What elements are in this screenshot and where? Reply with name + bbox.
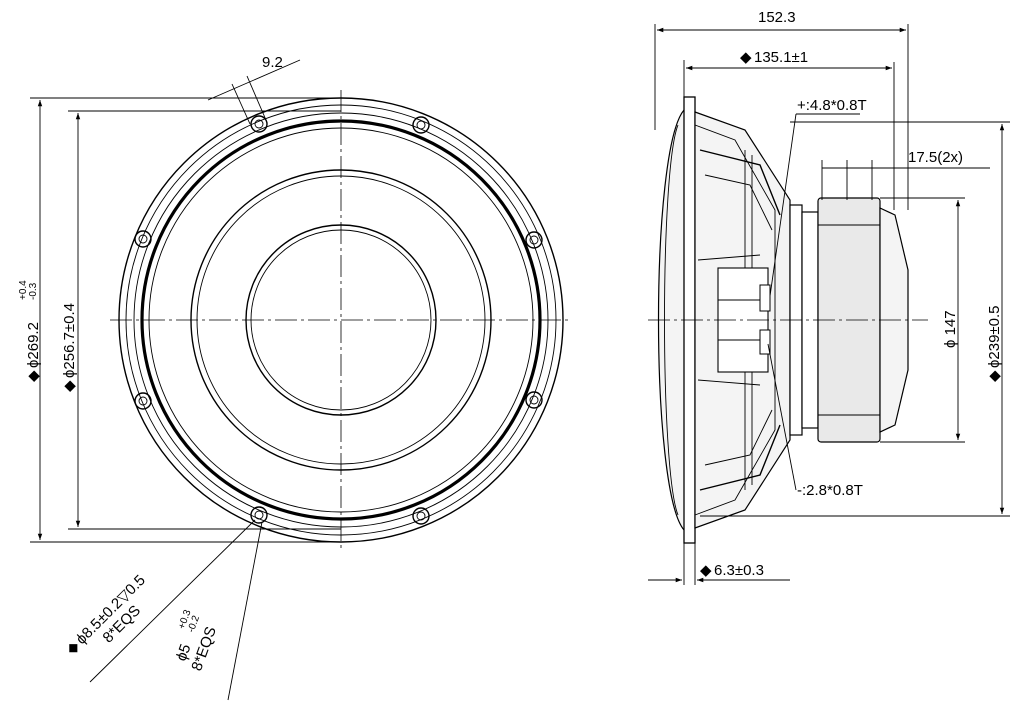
inner-diameter-marker: ◆ [61,380,78,392]
outer-diameter-tol-minus: -0.3 [28,282,39,300]
hole-small-label: ϕ5 [173,642,195,664]
mounting-hole [412,507,430,525]
hole-large-leader [89,519,256,683]
mounting-hole [250,115,268,133]
outer-diameter-label: ϕ269.2 [25,322,42,368]
dim-mount-offset-line [207,59,301,101]
cutout-diameter-marker: ◆ [986,370,1003,382]
hole-small-leader [227,521,263,701]
flange-thickness-marker: ◆ [700,562,712,579]
flange-thickness-label: 6.3±0.3 [714,562,764,579]
front-view: ◆ ϕ269.2 +0.4 -0.3 ◆ ϕ256.7±0.4 9.2 ◆ ϕ8… [18,54,572,701]
cutout-diameter-label: ϕ239±0.5 [986,305,1003,368]
terminal-plus [759,284,771,312]
magnet-diameter-label: ϕ 147 [942,310,959,348]
depth-mount-label: 135.1±1 [754,49,808,66]
terminal-minus-label: -:2.8*0.8T [797,482,863,499]
terminal-spacing-label: 17.5(2x) [908,149,963,166]
mounting-hole [250,506,268,524]
mount-offset-label: 9.2 [262,54,283,71]
terminal-plus-leader [769,113,797,297]
mounting-hole [525,391,543,409]
outer-diameter-tol-plus: +0.4 [18,280,29,300]
side-view: 152.3 ◆ 135.1±1 +:4.8*0.8T -:2.8*0.8T 17… [648,9,1010,585]
terminal-minus [759,329,771,355]
inner-diameter-label: ϕ256.7±0.4 [61,303,78,378]
depth-mount-marker: ◆ [740,49,752,66]
mounting-hole [412,116,430,134]
outer-diameter-marker: ◆ [25,370,42,382]
terminal-minus-leader [767,343,797,491]
terminal-plus-label: +:4.8*0.8T [797,97,867,114]
mounting-hole [134,230,152,248]
mounting-hole [134,392,152,410]
mounting-hole [525,231,543,249]
depth-total-label: 152.3 [758,9,796,26]
